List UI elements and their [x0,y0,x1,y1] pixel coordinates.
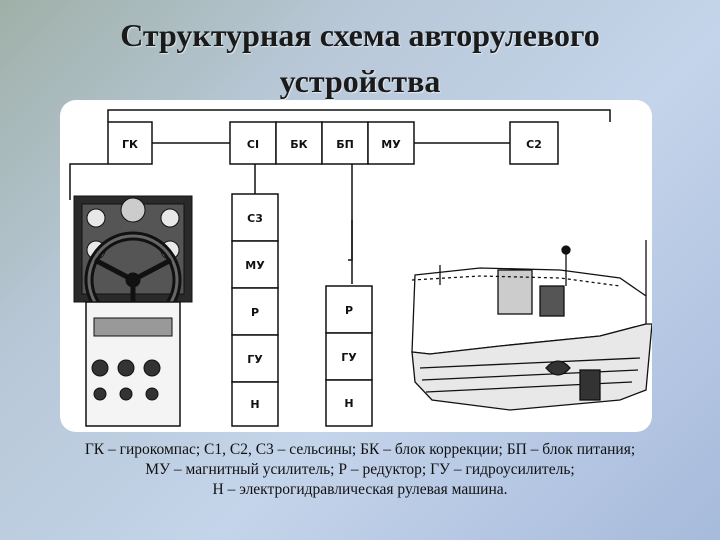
gu1-label: ГУ [247,353,263,366]
caption-line2: МУ – магнитный усилитель; Р – редуктор; … [145,461,575,478]
r2-block [325,285,373,334]
bp-block [321,121,369,165]
bp-label: БП [336,138,354,151]
caption-line1: ГК – гирокомпас; С1, С2, С3 – сельсины; … [84,441,636,458]
n2-block [325,379,373,427]
diagram-panel: ГК СI БК БП МУ С2 С3 МУ Р ГУ Н [60,100,652,432]
r2-label: Р [345,304,353,317]
top-loop-line [107,109,611,122]
block-diagram: ГК СI БК БП МУ С2 С3 МУ Р ГУ Н [69,109,652,427]
slide-title-line1: Структурная схема авторулевого [120,17,600,53]
steering-console-illustration [73,195,193,427]
caption-line3: Н – электрогидравлическая рулевая машина… [212,481,508,498]
s1-block [229,121,277,165]
s2-block [509,121,559,165]
diagram-caption: ГК – гирокомпас; С1, С2, С3 – сельсины; … [18,440,702,500]
n2-label: Н [344,397,353,410]
slide-title-line2: устройства [279,63,441,99]
mu-col-label: МУ [245,259,265,272]
s3-block [231,193,279,242]
gk-block [107,121,153,165]
s1-label: СI [247,138,259,151]
mu-top-block [367,121,415,165]
n1-label: Н [250,398,259,411]
gu1-block [231,334,279,383]
s2-label: С2 [526,138,542,151]
gk-console-line [69,163,108,200]
connection-lines [69,109,611,284]
bk-label: БК [290,138,307,151]
s3-label: С3 [247,212,263,225]
gk-label: ГК [122,138,138,151]
mu-top-label: МУ [381,138,401,151]
r1-label: Р [251,306,259,319]
gu2-label: ГУ [341,351,357,364]
bk-block [275,121,323,165]
slide-title: Структурная схема авторулевого устройств… [60,12,660,104]
mu-col-block [231,240,279,289]
n1-block [231,381,279,427]
motor-boat-illustration [411,240,652,411]
